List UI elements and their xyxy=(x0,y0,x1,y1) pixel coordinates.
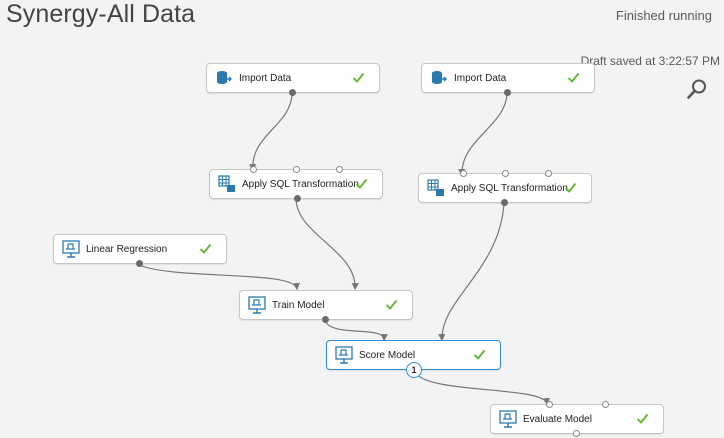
input-port[interactable] xyxy=(546,401,553,408)
edge-import1-sql1 xyxy=(248,92,293,172)
output-port[interactable] xyxy=(504,89,511,96)
check-icon xyxy=(564,182,577,193)
module-label: Evaluate Model xyxy=(523,413,592,425)
module-import-data-2[interactable]: Import Data xyxy=(421,63,595,96)
edge-sql2-score xyxy=(438,202,505,342)
check-icon xyxy=(385,299,398,310)
run-status: Finished running xyxy=(615,8,712,23)
output-port[interactable] xyxy=(501,199,508,206)
database-icon xyxy=(217,71,232,84)
model-icon xyxy=(499,410,517,428)
edge-linreg-train xyxy=(138,264,300,291)
edge-import2-sql2 xyxy=(458,92,508,177)
database-icon xyxy=(432,71,447,84)
table-transform-icon xyxy=(427,179,444,196)
module-label: Import Data xyxy=(454,72,507,84)
module-apply-sql-2[interactable]: Apply SQL Transformation xyxy=(418,170,592,206)
table-transform-icon xyxy=(218,175,235,192)
model-icon xyxy=(62,240,80,258)
input-port[interactable] xyxy=(545,170,552,177)
output-port-badge[interactable]: 1 xyxy=(406,362,422,378)
check-icon xyxy=(199,243,212,254)
module-label: Score Model xyxy=(359,349,416,361)
input-port[interactable] xyxy=(250,166,257,173)
module-import-data-1[interactable]: Import Data xyxy=(206,63,380,96)
input-port[interactable] xyxy=(293,166,300,173)
module-label: Import Data xyxy=(239,72,292,84)
output-port[interactable] xyxy=(573,430,580,437)
check-icon xyxy=(473,349,486,360)
check-icon xyxy=(352,72,365,83)
module-evaluate-model[interactable]: Evaluate Model xyxy=(490,401,664,437)
experiment-title: Synergy-All Data xyxy=(6,0,196,28)
model-icon xyxy=(248,296,266,314)
module-label: Train Model xyxy=(272,299,325,311)
output-port[interactable] xyxy=(322,316,329,323)
check-icon xyxy=(355,178,368,189)
output-port[interactable] xyxy=(136,260,143,267)
search-icon[interactable] xyxy=(686,78,708,100)
check-icon xyxy=(567,72,580,83)
module-label: Apply SQL Transformation xyxy=(242,178,359,190)
input-port[interactable] xyxy=(602,401,609,408)
check-icon xyxy=(636,413,649,424)
output-port[interactable] xyxy=(289,89,296,96)
module-label: Linear Regression xyxy=(86,243,168,255)
edge-score-evaluate xyxy=(413,369,550,406)
module-score-model[interactable]: Score Model 1 xyxy=(326,340,501,378)
model-icon xyxy=(335,346,353,364)
module-apply-sql-1[interactable]: Apply SQL Transformation xyxy=(209,166,383,202)
module-linear-regression[interactable]: Linear Regression xyxy=(53,234,227,267)
module-train-model[interactable]: Train Model xyxy=(239,290,413,323)
module-label: Apply SQL Transformation xyxy=(451,182,568,194)
edge-sql1-train xyxy=(295,197,359,291)
draft-saved-status: Draft saved at 3:22:57 PM xyxy=(580,54,720,68)
output-port[interactable] xyxy=(294,195,301,202)
input-port[interactable] xyxy=(336,166,343,173)
input-port[interactable] xyxy=(502,170,509,177)
input-port[interactable] xyxy=(460,170,467,177)
edge-train-score xyxy=(324,319,388,342)
